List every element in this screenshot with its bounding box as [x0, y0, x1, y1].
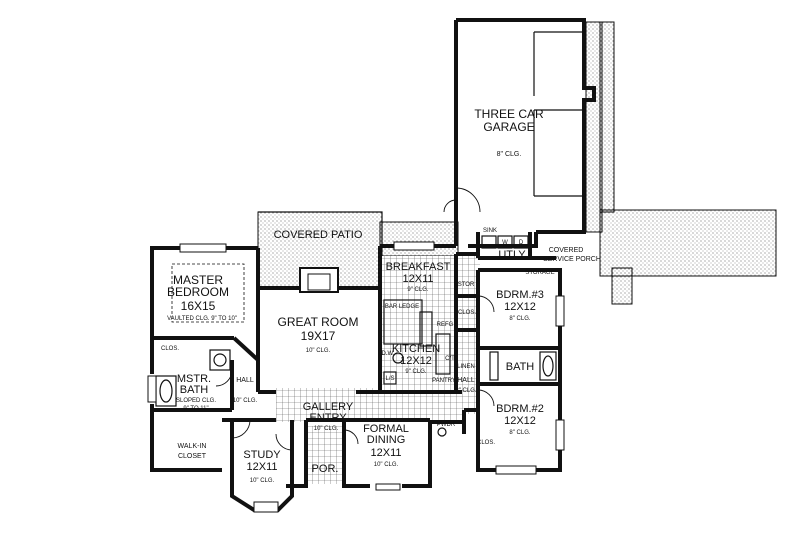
- porch-tile-floor: [306, 426, 344, 484]
- kitchen-clg: 9" CLG.: [405, 369, 426, 375]
- bdrm2-clg: 8" CLG.: [509, 430, 530, 436]
- patio-label: COVERED PATIO: [274, 229, 363, 241]
- study-label: STUDY: [243, 449, 281, 461]
- pantry-label: PANTRY: [432, 378, 456, 384]
- dryer-label: D: [519, 240, 524, 246]
- service-label-2: SERVICE PORCH: [543, 256, 601, 263]
- gallery-label-1: GALLERY: [303, 401, 354, 413]
- master-size: 16X15: [181, 299, 216, 313]
- walkin-label-2: CLOSET: [178, 453, 207, 460]
- great-room-size: 19X17: [301, 329, 336, 343]
- hall-left-label: HALL: [236, 377, 254, 384]
- washer-label: W: [502, 240, 508, 246]
- gallery-clg: 10" CLG.: [314, 426, 339, 432]
- study-size: 12X11: [247, 461, 278, 473]
- dining-label-1: FORMAL: [363, 423, 409, 435]
- mbath-label-2: BATH: [180, 384, 209, 396]
- garage: [454, 18, 596, 234]
- kitchen-fixtures: [383, 299, 451, 385]
- kitchen-size: 12X12: [400, 355, 432, 367]
- windows: [147, 241, 565, 513]
- stor-label: STOR: [458, 282, 475, 288]
- garage-label-2: GARAGE: [483, 120, 534, 134]
- clos-label-b: CLOS.: [477, 440, 495, 446]
- dining-size: 12X11: [371, 447, 402, 459]
- hall-tile-floor: [454, 254, 480, 414]
- refg-label: REFG: [437, 322, 454, 328]
- covered-patio: [258, 211, 383, 293]
- walkin-label-1: WALK-IN: [178, 443, 207, 450]
- bath-label: BATH: [506, 361, 535, 373]
- service-label-1: COVERED: [549, 247, 584, 254]
- bdrm2-size: 12X12: [504, 415, 536, 427]
- sink-label: SINK: [483, 228, 497, 234]
- dining-clg: 10" CLG.: [374, 462, 399, 468]
- kitchen-label: KITCHEN: [392, 343, 440, 355]
- pwdr-label: PWDR: [437, 422, 456, 428]
- vault-outline: [171, 263, 245, 323]
- bath-fixtures: [155, 349, 557, 437]
- ct-label: C/T: [445, 356, 455, 362]
- dining-label-2: DINING: [367, 434, 406, 446]
- clos-label-c: CLOS.: [161, 346, 179, 352]
- hall-right-clg: 8" CLG.: [455, 388, 476, 394]
- mbath-clg-2: 9" TO 11": [183, 406, 208, 412]
- clos-label-a: CLOS.: [458, 310, 476, 316]
- bdrm3-clg: 8" CLG.: [509, 316, 530, 322]
- ls-label: L/S: [385, 376, 394, 382]
- interior-walls: [152, 232, 560, 486]
- garage-label-1: THREE CAR: [474, 107, 544, 121]
- garage-clg: 8" CLG.: [497, 151, 522, 158]
- gallery-label-2: ENTRY: [309, 412, 347, 424]
- great-room-clg: 10" CLG.: [306, 348, 331, 354]
- utly-label: UTLY: [498, 249, 526, 261]
- kitchen-tile-floor: [380, 256, 456, 390]
- hall-right-label: HALL: [457, 377, 475, 384]
- bdrm3-label: BDRM.#3: [496, 289, 544, 301]
- great-room-label: GREAT ROOM: [278, 315, 359, 329]
- master-clg: VAULTED CLG. 9" TO 10": [167, 316, 237, 322]
- hall-left-clg: 10" CLG.: [233, 398, 258, 404]
- breakfast-size: 12X11: [403, 273, 434, 285]
- laundry-fixtures: [481, 235, 529, 249]
- driveway-hatch: [585, 21, 777, 305]
- door-swings: [215, 199, 495, 451]
- bar-ledge-label: BAR LEDGE: [385, 304, 419, 310]
- master-label-1: MASTER: [173, 273, 223, 287]
- study-clg: 10" CLG.: [250, 478, 275, 484]
- bdrm2-label: BDRM.#2: [496, 403, 544, 415]
- bdrm3-size: 12X12: [504, 301, 536, 313]
- por-label: POR.: [312, 463, 339, 475]
- linen-label: LINEN: [457, 364, 475, 370]
- storage-label: STORAGE: [525, 270, 554, 276]
- mbath-clg-1: SLOPED CLG.: [176, 398, 216, 404]
- breakfast-clg: 9" CLG.: [407, 287, 428, 293]
- dw-label: D.W.: [382, 351, 395, 357]
- mbath-label-1: MSTR.: [177, 373, 211, 385]
- master-label-2: BEDROOM: [167, 285, 229, 299]
- garage-apron-hatch: [379, 221, 459, 257]
- breakfast-label: BREAKFAST: [386, 261, 451, 273]
